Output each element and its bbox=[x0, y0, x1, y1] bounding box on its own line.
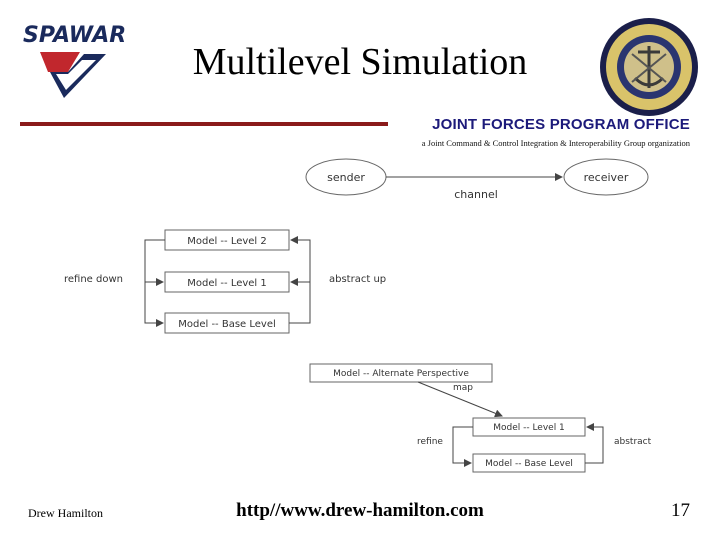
map-label: map bbox=[453, 383, 473, 393]
bottom-refine-bracket bbox=[452, 426, 473, 467]
level2-label: Model -- Level 2 bbox=[187, 236, 267, 247]
footer-author: Drew Hamilton bbox=[28, 506, 103, 520]
bottom-refine-label: refine bbox=[417, 437, 443, 447]
abstract-up-label: abstract up bbox=[329, 274, 386, 285]
base-level-label: Model -- Base Level bbox=[178, 319, 276, 330]
joint-forces-seal-logo bbox=[600, 18, 698, 116]
spawar-logo: SPAWAR bbox=[23, 23, 126, 98]
spawar-logo-text: SPAWAR bbox=[23, 23, 126, 48]
page-number: 17 bbox=[671, 500, 690, 521]
org-tagline: a Joint Command & Control Integration & … bbox=[421, 138, 690, 148]
bottom-level1-label: Model -- Level 1 bbox=[493, 423, 565, 433]
alternate-perspective-label: Model -- Alternate Perspective bbox=[333, 369, 469, 379]
bottom-abstract-label: abstract bbox=[614, 437, 652, 447]
org-name: JOINT FORCES PROGRAM OFFICE bbox=[432, 116, 690, 133]
bottom-base-level-label: Model -- Base Level bbox=[485, 459, 573, 469]
header-rule bbox=[20, 122, 388, 126]
alternate-perspective-box bbox=[309, 363, 493, 383]
spawar-chevron-white bbox=[56, 60, 96, 90]
level1-label: Model -- Level 1 bbox=[187, 278, 267, 289]
footer-url: http//www.drew-hamilton.com bbox=[236, 500, 484, 521]
sender-label: sender bbox=[327, 171, 365, 184]
level1-box bbox=[164, 271, 290, 293]
refine-down-label: refine down bbox=[64, 274, 123, 285]
page-title: Multilevel Simulation bbox=[192, 41, 528, 83]
bottom-abstract-bracket bbox=[585, 423, 604, 464]
map-arrow bbox=[417, 381, 503, 418]
spawar-chevron-red bbox=[40, 52, 80, 72]
channel-label: channel bbox=[454, 188, 498, 201]
receiver-node bbox=[563, 158, 649, 196]
receiver-label: receiver bbox=[584, 171, 629, 184]
